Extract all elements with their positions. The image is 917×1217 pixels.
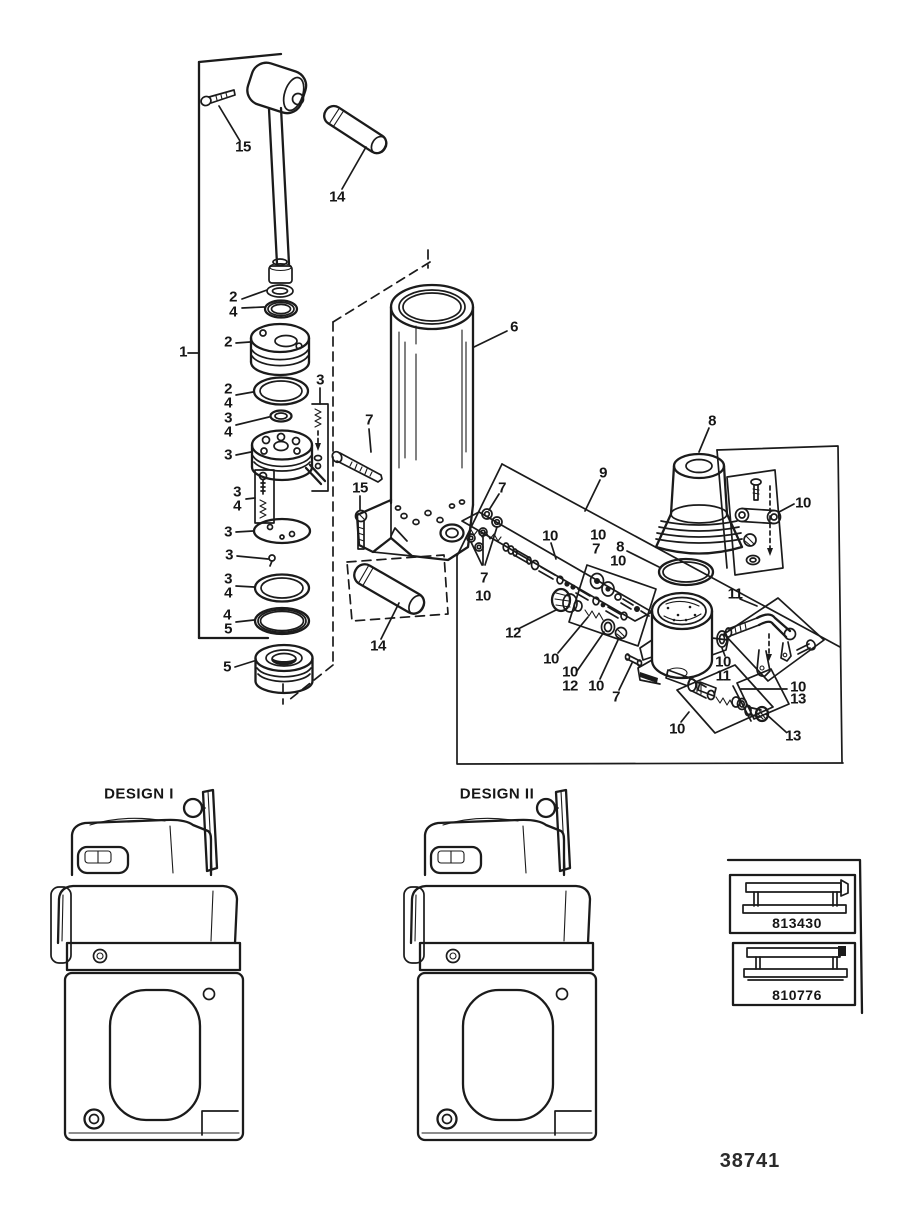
callout-11: 11 [715, 667, 731, 685]
design1-label: DESIGN I [104, 785, 174, 803]
callout-7: 7 [480, 569, 488, 587]
callout-4: 4 [224, 584, 232, 602]
callout-3: 3 [316, 371, 324, 389]
callout-10: 10 [542, 527, 558, 545]
callout-3: 3 [233, 483, 241, 501]
callout-3: 3 [224, 570, 232, 588]
callout-4: 4 [233, 497, 241, 515]
callout-15: 15 [235, 138, 251, 156]
part-number-810776: 810776 [772, 987, 822, 1003]
design2-label: DESIGN II [459, 785, 535, 803]
callout-15: 15 [352, 479, 368, 497]
callout-10: 10 [790, 678, 806, 696]
callout-13: 13 [785, 727, 801, 745]
callout-2: 2 [224, 380, 232, 398]
callout-10: 10 [795, 494, 811, 512]
callout-10: 10 [669, 720, 685, 738]
callout-4: 4 [229, 303, 237, 321]
callout-2: 2 [224, 333, 232, 351]
callout-9: 9 [599, 464, 607, 482]
callout-7: 7 [498, 479, 506, 497]
callout-2: 2 [229, 288, 237, 306]
callout-6: 6 [510, 318, 518, 336]
callout-10: 10 [475, 587, 491, 605]
callout-4: 4 [224, 394, 232, 412]
callout-8: 8 [616, 538, 624, 556]
callout-12: 12 [505, 624, 521, 642]
callout-10: 10 [715, 653, 731, 671]
callout-5: 5 [224, 620, 232, 638]
callout-3: 3 [225, 546, 233, 564]
callout-10: 10 [588, 677, 604, 695]
part-number-boxes [726, 858, 864, 1015]
callout-4: 4 [224, 423, 232, 441]
callout-10: 10 [543, 650, 559, 668]
callout-5: 5 [223, 658, 231, 676]
callout-10: 10 [610, 552, 626, 570]
callout-14: 14 [370, 637, 386, 655]
callout-4: 4 [223, 606, 231, 624]
callout-10: 10 [590, 526, 606, 544]
callout-7: 7 [612, 688, 620, 706]
callout-13: 13 [790, 690, 806, 708]
callout-3: 3 [224, 409, 232, 427]
design2-pump-drawing [402, 788, 598, 1142]
callout-7: 7 [365, 411, 373, 429]
callout-11: 11 [727, 585, 743, 603]
callout-3: 3 [224, 446, 232, 464]
callout-3: 3 [224, 523, 232, 541]
pump-valve-assembly-drawing [456, 427, 844, 765]
trim-cylinder-rod-assembly [187, 52, 431, 705]
callout-14: 14 [329, 188, 345, 206]
callout-12: 12 [562, 677, 578, 695]
callout-7: 7 [592, 540, 600, 558]
drawing-number: 38741 [719, 1150, 781, 1172]
callout-8: 8 [708, 412, 716, 430]
outer-cylinder-drawing [331, 283, 508, 640]
callout-10: 10 [562, 663, 578, 681]
callout-1: 1 [179, 343, 187, 361]
design1-pump-drawing [49, 788, 245, 1142]
part-number-813430: 813430 [772, 915, 822, 931]
